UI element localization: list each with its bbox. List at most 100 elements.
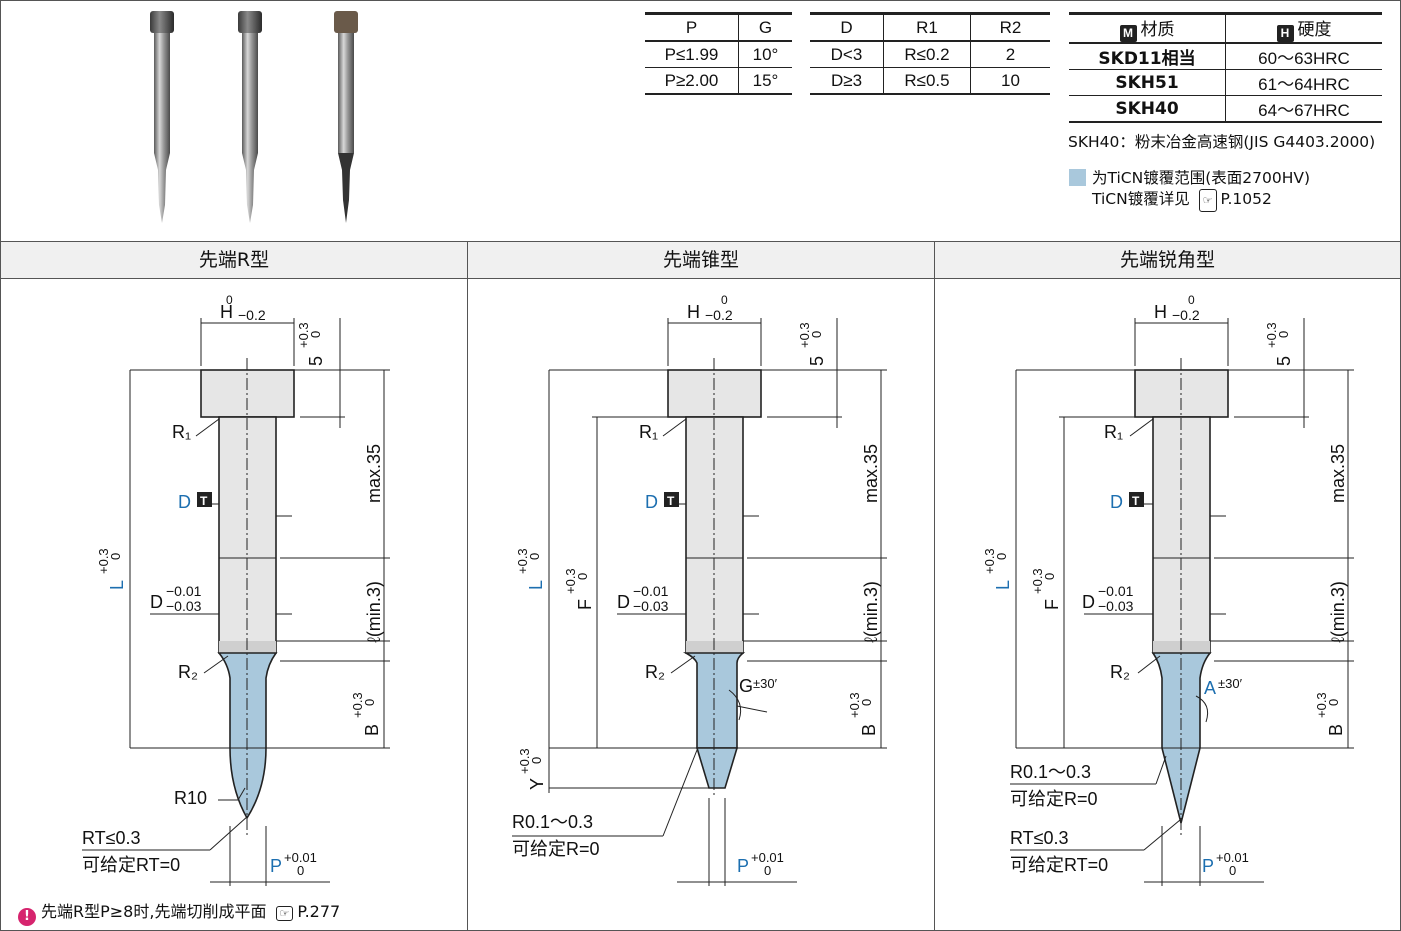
dim-D-tol-up: −0.01: [166, 583, 202, 599]
dim-5-tol-low: 0: [1276, 331, 1291, 338]
dim-RT-zero: 可给定RT=0: [1010, 855, 1108, 875]
dim-D-tol-up: −0.01: [633, 583, 669, 599]
dim-D-blue: D: [178, 492, 191, 512]
dim-D-tol-up: −0.01: [1098, 583, 1134, 599]
dim-ell: ℓ(min.3): [364, 581, 384, 643]
dim-Y-tol-up: +0.3: [517, 748, 532, 774]
dim-max35: max.35: [1328, 444, 1348, 503]
dim-H-tol-low: −0.2: [1172, 307, 1200, 323]
dim-B: B: [859, 724, 879, 736]
drawing-r-type: H 0 −0.2 5 +0.3 0 max.35 ℓ(min.3) B +0.3…: [82, 293, 390, 886]
dim-F-tol-low: 0: [1042, 573, 1057, 580]
t-mark-icon: T: [1132, 494, 1140, 508]
dim-P-tol-low: 0: [1229, 863, 1236, 878]
dim-B-tol-up: +0.3: [1314, 692, 1329, 718]
drawing-taper-type: H 0 −0.2 5 +0.3 0 max.35 ℓ(min.3) B +0.3…: [512, 293, 887, 886]
dim-P: P: [737, 856, 749, 876]
punch-image-2: [238, 11, 262, 223]
coating-ref-link[interactable]: P.1052: [1220, 190, 1272, 208]
dim-R-zero: 可给定R=0: [1010, 789, 1098, 809]
dim-H-tol-up: 0: [1188, 293, 1195, 307]
dim-5-tol-low: 0: [809, 331, 824, 338]
product-photo: [150, 11, 358, 223]
dim-D: D: [617, 592, 630, 612]
dim-G-tol: ±30′: [753, 676, 778, 691]
footnote-ref-link[interactable]: P.277: [297, 902, 341, 921]
dim-5-tol-up: +0.3: [1264, 322, 1279, 348]
dim-RT-zero: 可给定RT=0: [82, 855, 180, 875]
dim-B-tol-up: +0.3: [350, 692, 365, 718]
dim-B-tol-up: +0.3: [847, 692, 862, 718]
dim-A-tol: ±30′: [1218, 676, 1243, 691]
dim-D-tol-low: −0.03: [1098, 598, 1134, 614]
dim-P: P: [270, 856, 282, 876]
dim-H-tol-up: 0: [226, 293, 233, 307]
dim-B-tol-low: 0: [1326, 699, 1341, 706]
dim-L: L: [993, 580, 1013, 590]
dim-H-tol-low: −0.2: [238, 307, 266, 323]
dim-Y: Y: [527, 778, 547, 790]
dim-L: L: [526, 580, 546, 590]
dim-H-tol-up: 0: [721, 293, 728, 307]
dim-F-tol-low: 0: [575, 573, 590, 580]
dim-L-tol-up: +0.3: [982, 548, 997, 574]
t-mark-icon: T: [200, 494, 208, 508]
dim-R2: R₂: [1110, 662, 1130, 682]
dim-D-tol-low: −0.03: [166, 598, 202, 614]
dim-L-tol-low: 0: [527, 553, 542, 560]
hand-pointer-icon: ☞: [1198, 189, 1217, 212]
dim-R1: R₁: [1104, 422, 1123, 442]
dim-D: D: [150, 592, 163, 612]
dim-H: H: [220, 302, 233, 322]
dim-R1: R₁: [172, 422, 191, 442]
dim-H: H: [687, 302, 700, 322]
dim-D-tol-low: −0.03: [633, 598, 669, 614]
section-title-taper-type: 先端锥型: [468, 241, 934, 279]
dim-P-tol-up: +0.01: [284, 850, 317, 865]
dim-RT: RT≤0.3: [82, 828, 141, 848]
dim-F: F: [575, 599, 595, 610]
dim-P-tol-low: 0: [297, 863, 304, 878]
dim-B: B: [1326, 724, 1346, 736]
hand-pointer-icon: ☞: [275, 906, 294, 921]
dim-5: 5: [306, 356, 326, 366]
material-mark-icon: M: [1119, 25, 1137, 42]
dim-F-tol-up: +0.3: [563, 568, 578, 594]
dim-L-tol-up: +0.3: [515, 548, 530, 574]
dim-ell: ℓ(min.3): [1328, 581, 1348, 643]
dim-P: P: [1202, 856, 1214, 876]
section-title-sharp-type: 先端锐角型: [935, 241, 1400, 279]
drawing-sharp-type: H 0 −0.2 5 +0.3 0 max.35 ℓ(min.3) B +0.3…: [982, 293, 1354, 886]
dim-P-tol-up: +0.01: [1216, 850, 1249, 865]
footnote: !先端R型P≥8时,先端切削成平面 ☞P.277: [18, 898, 340, 926]
dim-D-blue: D: [1110, 492, 1123, 512]
dim-R2: R₂: [645, 662, 665, 682]
dim-ell: ℓ(min.3): [861, 581, 881, 643]
dim-5-tol-up: +0.3: [797, 322, 812, 348]
dim-R01: R0.1～0.3: [512, 812, 593, 832]
dim-R10: R10: [174, 788, 207, 808]
dim-B-tol-low: 0: [859, 699, 874, 706]
dim-R2: R₂: [178, 662, 198, 682]
note-skh40: SKH40：粉末冶金高速钢(JIS G4403.2000): [1068, 133, 1376, 151]
dim-R1: R₁: [639, 422, 658, 442]
dim-L-tol-low: 0: [108, 553, 123, 560]
punch-image-1: [150, 11, 174, 223]
dim-R01: R0.1～0.3: [1010, 762, 1091, 782]
dim-5: 5: [1274, 356, 1294, 366]
dim-RT: RT≤0.3: [1010, 828, 1069, 848]
dim-F: F: [1042, 599, 1062, 610]
divider: [934, 241, 935, 931]
dim-P-tol-up: +0.01: [751, 850, 784, 865]
coating-swatch: [1069, 169, 1086, 186]
hardness-mark-icon: H: [1276, 25, 1294, 42]
dim-5-tol-low: 0: [308, 331, 323, 338]
dim-L-tol-low: 0: [994, 553, 1009, 560]
warning-icon: !: [18, 908, 36, 926]
t-mark-icon: T: [667, 494, 675, 508]
dim-G: G: [739, 676, 753, 696]
dim-5: 5: [807, 356, 827, 366]
dim-A: A: [1204, 678, 1216, 698]
